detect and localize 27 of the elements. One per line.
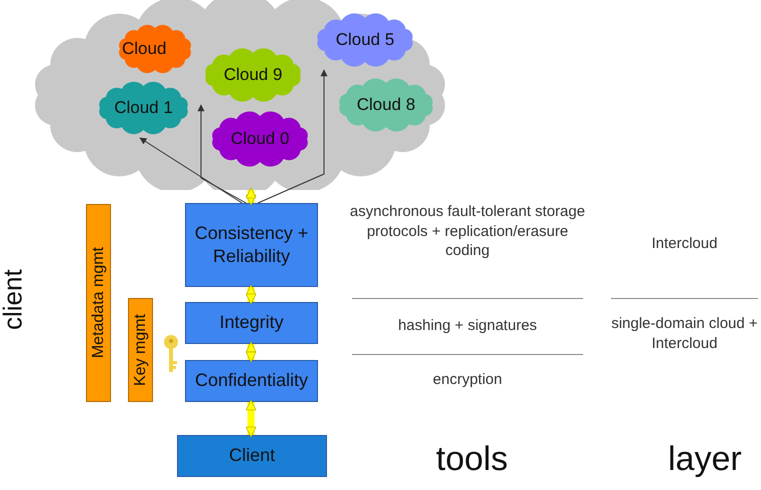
vertical-bar: Metadata mgmt [86, 204, 111, 402]
arrow [198, 104, 246, 204]
double-arrow [246, 400, 256, 438]
cloud-label: Cloud [121, 39, 166, 59]
layer-box: Consistency + Reliability [185, 203, 318, 287]
cloud-label: Cloud 1 [114, 98, 173, 118]
arrow [139, 138, 242, 204]
table-text: Intercloud [650, 234, 718, 254]
cloud-label: Cloud 9 [224, 65, 282, 85]
layer-box: Client [177, 435, 327, 477]
table-text: single-domain cloud + Intercloud [611, 314, 758, 353]
table-text: hashing + signatures [397, 316, 538, 336]
layer-box: Integrity [185, 302, 318, 344]
table-text: encryption [432, 370, 504, 390]
vertical-bar: Key mgmt [128, 298, 153, 402]
cloud-label: Cloud 5 [336, 30, 394, 50]
layer-box: Confidentiality [185, 360, 318, 402]
column-heading: layer [668, 440, 742, 479]
cloud-label: Cloud 0 [230, 129, 290, 149]
cloud-label: Cloud 8 [356, 95, 416, 115]
double-arrow [246, 342, 256, 362]
arrow [258, 69, 328, 204]
column-heading: tools [436, 440, 508, 479]
vertical-title: client [0, 268, 26, 332]
double-arrow [246, 188, 256, 206]
table-text: asynchronous fault-tolerant storage protocols + replication/erasure coding [348, 202, 586, 260]
double-arrow [246, 284, 256, 304]
